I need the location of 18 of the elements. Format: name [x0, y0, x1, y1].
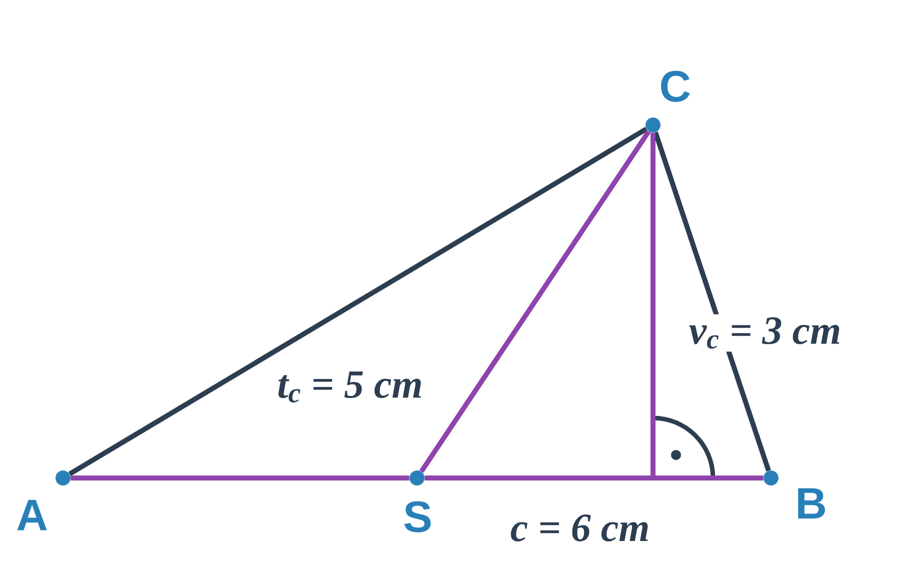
- line-segment: [424, 475, 764, 480]
- edge-label: t$_{c}$ = 5 cm: [274, 368, 426, 406]
- right-angle-mark: [652, 416, 716, 478]
- node-label: S: [404, 501, 431, 532]
- point: A: [17, 470, 70, 530]
- node-label: A: [17, 500, 47, 530]
- point: C: [646, 70, 690, 132]
- line-segment: [419, 130, 651, 473]
- node-label: C: [661, 70, 690, 102]
- line-segment: [70, 475, 410, 480]
- node-label: B: [798, 488, 825, 518]
- line-segment: [68, 126, 648, 476]
- line-segment: [653, 132, 771, 472]
- line-segment: [650, 132, 656, 478]
- edge-label: c = 6 cm: [507, 512, 653, 544]
- edge-label: v$_{c}$ = 3 cm: [686, 314, 844, 352]
- point: S: [404, 470, 431, 532]
- point: B: [764, 470, 825, 518]
